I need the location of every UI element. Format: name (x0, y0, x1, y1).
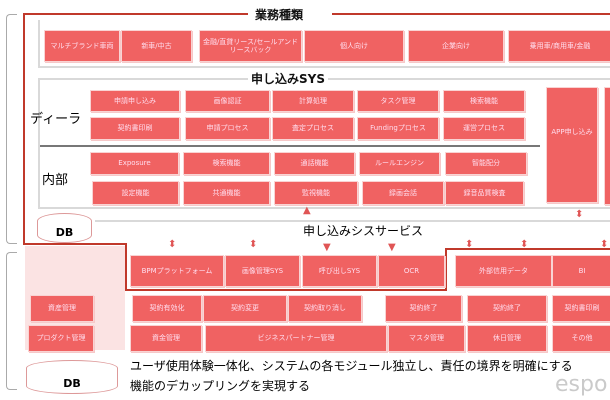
module-box: 計算処理 (272, 90, 354, 112)
module-box: 契約書印刷 (90, 117, 180, 140)
arrow-icon: ▼ (388, 242, 396, 253)
caption-line-1: ユーザ使用体験一体化、システムの各モジュール独立し、責任の境界を明確にする (130, 359, 573, 373)
module-box: 呼び出しSYS (302, 255, 377, 287)
module-box: ビジネスパートナー管理 (205, 325, 387, 352)
divider (40, 145, 540, 147)
module-box: 録画会話 (362, 181, 444, 205)
divider (38, 20, 40, 68)
brace-bottom (6, 252, 17, 390)
arrow-icon: ⬍ (465, 239, 474, 250)
module-box: 契約取り消し (288, 295, 362, 322)
application-sys-title: 申し込みSYS (248, 70, 328, 87)
module-box: タスク管理 (357, 90, 439, 112)
divider (38, 66, 610, 68)
module-box: ルールエンジン (359, 152, 440, 175)
module-box: BI (552, 255, 610, 287)
arrow-icon: ⬍ (600, 239, 609, 250)
module-box: 検索機能 (183, 152, 270, 175)
module-box: 契約終了 (385, 295, 462, 322)
db-cylinder: DB (26, 360, 118, 394)
module-box: 共通機能 (183, 181, 270, 205)
red-line (445, 248, 610, 250)
divider (38, 207, 610, 209)
red-line (445, 248, 447, 291)
module-box: 休日管理 (467, 325, 547, 352)
arrow-icon: ▼ (323, 242, 331, 253)
module-box: 検索機能 (443, 90, 525, 112)
services-title: 申し込みシスサービス (300, 222, 427, 239)
module-box: 契約有効化 (132, 295, 202, 322)
module-box: プロダクト管理 (28, 325, 94, 352)
module-box: 契約変更 (203, 295, 287, 322)
biz-box: マルチブランド車両 (44, 30, 120, 62)
module-box: 録音品質検査 (445, 181, 524, 205)
module-box: 監視機能 (274, 181, 358, 205)
biz-box: 金融/直貸リース/セールアンドリースバック (199, 30, 302, 62)
module-box: 運営プロセス (443, 117, 525, 140)
module-box: Fundingプロセス (357, 117, 439, 140)
app-application-box: APP申し込み (546, 87, 598, 203)
red-line (125, 243, 127, 291)
module-box: マスタ管理 (388, 325, 465, 352)
module-box: 画像認証 (185, 90, 270, 112)
module-box: 申請プロセス (185, 117, 270, 140)
module-box: 資産管理 (30, 295, 94, 322)
red-line (23, 13, 248, 15)
app-box-partial (604, 87, 610, 205)
internal-label: 内部 (42, 173, 69, 188)
module-box: 設定機能 (92, 181, 179, 205)
module-box: 申請申し込み (90, 90, 180, 112)
red-line (23, 13, 25, 245)
db-cylinder: DB (37, 213, 92, 243)
red-line (125, 289, 447, 291)
module-box: 契約終了 (467, 295, 547, 322)
arrow-icon: ⬍ (249, 239, 258, 250)
module-box: その他 (552, 325, 610, 352)
arrow-icon: ▲ (303, 205, 311, 216)
module-box: 智能配分 (445, 152, 527, 175)
arrow-icon: ⬍ (575, 209, 584, 220)
biz-box: 乗用車/商用車/金融 (508, 30, 610, 62)
module-box: 契約書印刷 (552, 295, 610, 322)
red-line (332, 13, 610, 15)
module-box: 資金管理 (130, 325, 202, 352)
divider (38, 78, 40, 208)
module-box: BPMプラットフォーム (130, 255, 224, 287)
watermark: espo (555, 372, 608, 397)
module-box: OCR (378, 255, 445, 287)
module-box: 査定プロセス (272, 117, 354, 140)
biz-box: 個人向け (304, 30, 404, 62)
arrow-icon: ⬍ (520, 239, 529, 250)
dealer-label: ディーラ (30, 112, 82, 127)
divider (95, 220, 610, 222)
module-box: 通話機能 (274, 152, 355, 175)
brace-top (6, 14, 17, 244)
caption-line-2: 機能のデカップリングを実現する (130, 379, 311, 393)
biz-box: 企業向け (408, 30, 504, 62)
module-box: 画像管理SYS (225, 255, 300, 287)
arrow-icon: ⬍ (168, 239, 177, 250)
red-line (23, 243, 126, 245)
module-box: 外部信用データ (455, 255, 552, 287)
business-types-title: 業務種類 (252, 6, 307, 23)
biz-box: 新車/中古 (121, 30, 192, 62)
module-box: Exposure (90, 152, 179, 175)
